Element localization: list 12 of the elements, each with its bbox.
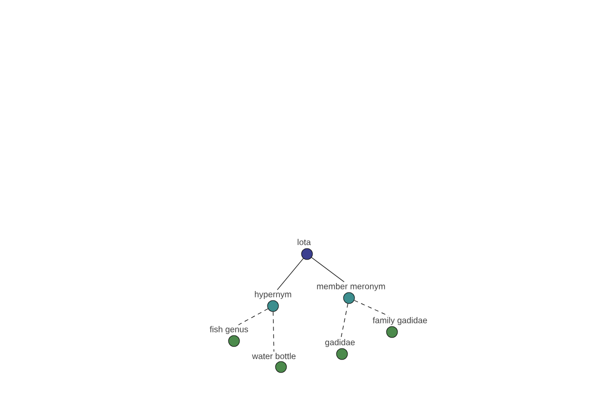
node-label: water bottle	[252, 352, 296, 360]
connector-line	[276, 258, 304, 290]
node-label: gadidae	[325, 339, 355, 347]
connector-line	[238, 308, 268, 326]
connector-line	[340, 303, 348, 338]
node-label: hypernym	[254, 291, 292, 299]
node-label: family gadidae	[372, 317, 427, 325]
node-label: member meronym	[317, 283, 385, 291]
node-label: fish genus	[210, 326, 248, 334]
connector-line	[272, 311, 274, 352]
connector-line	[311, 257, 344, 282]
node-label: lota	[298, 238, 311, 246]
